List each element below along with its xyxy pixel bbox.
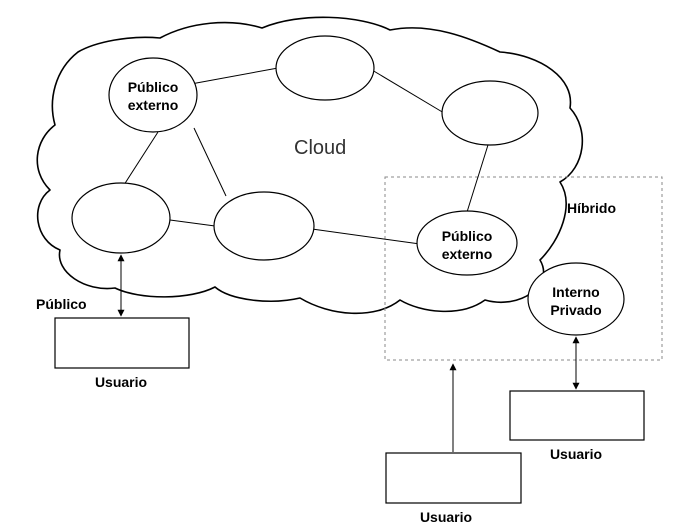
- node-center: [213, 191, 315, 261]
- user-label-right: Usuario: [550, 446, 602, 462]
- node-public-external-2: [416, 210, 518, 276]
- node-public-external-1-line1: Público: [128, 79, 179, 95]
- link-top-right: [371, 69, 445, 114]
- link-center-pe2: [311, 228, 421, 245]
- node-public-external-1: [108, 57, 198, 133]
- user-label-bottom: Usuario: [420, 509, 472, 525]
- cloud-shape: [36, 16, 584, 315]
- node-right: [441, 80, 539, 146]
- node-public-external-2-line1: Público: [442, 228, 493, 244]
- node-public-external-1-line2: externo: [128, 97, 179, 113]
- user-box-left: [54, 317, 190, 369]
- hybrid-label: Híbrido: [567, 200, 616, 216]
- hybrid-boundary: [384, 176, 663, 361]
- link-pe1-top: [190, 67, 279, 85]
- node-internal-private: [527, 262, 625, 336]
- user-box-bottom: [385, 452, 522, 504]
- node-internal-private-line2: Privado: [550, 302, 601, 318]
- link-left-center: [169, 219, 216, 227]
- link-pe1-center: [193, 127, 227, 197]
- node-internal-private-line1: Interno: [552, 284, 599, 300]
- node-public-external-2-line2: externo: [442, 246, 493, 262]
- link-right-pe2: [466, 144, 489, 213]
- node-left: [71, 182, 171, 254]
- public-label: Público: [36, 296, 87, 312]
- node-top: [275, 35, 375, 101]
- user-label-left: Usuario: [95, 374, 147, 390]
- cloud-label: Cloud: [294, 137, 346, 159]
- link-pe1-left: [121, 131, 159, 189]
- user-box-right: [509, 390, 645, 441]
